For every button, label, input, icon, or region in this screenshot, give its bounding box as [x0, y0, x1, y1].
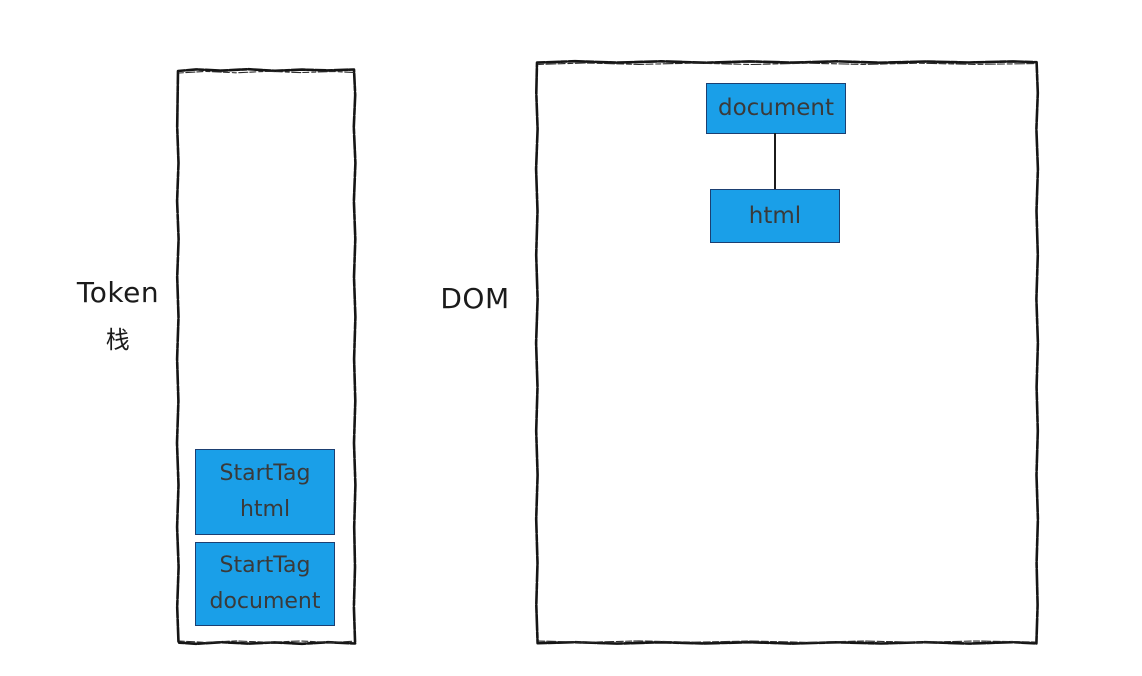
token-stack-item[interactable]: StartTag html [195, 449, 335, 535]
dom-panel [534, 59, 1040, 646]
token-stack-item-type: StartTag [219, 553, 311, 578]
dom-panel-border [534, 59, 1040, 645]
dom-panel-label: DOM [440, 282, 510, 315]
dom-node-label: document [717, 95, 835, 121]
token-stack-panel [175, 67, 357, 646]
token-panel-border [175, 67, 357, 646]
token-stack-item-name: html [239, 497, 291, 522]
token-stack-item-name: document [209, 589, 321, 614]
dom-node-label: html [748, 202, 802, 229]
token-stack-item[interactable]: StartTag document [195, 542, 335, 626]
dom-node-html[interactable]: html [710, 189, 840, 243]
dom-node-document[interactable]: document [706, 83, 846, 134]
token-panel-label-secondary: 栈 [105, 326, 131, 354]
dom-edge-document-html [774, 133, 776, 190]
token-stack-item-type: StartTag [219, 461, 311, 486]
token-panel-label: Token [76, 276, 160, 309]
